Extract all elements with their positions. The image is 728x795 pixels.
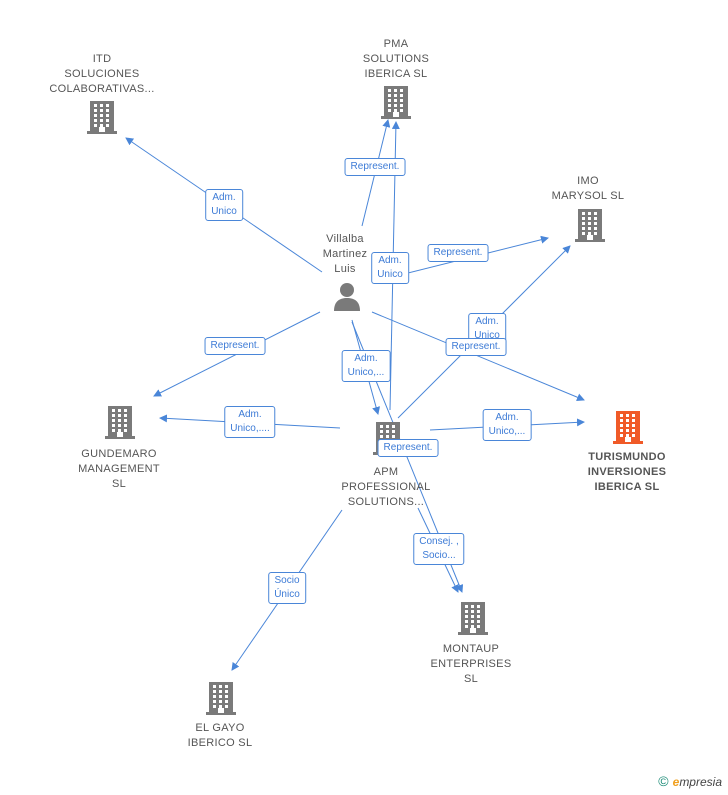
edge-label-line: Represent. (383, 442, 433, 453)
building-icon-itd[interactable] (87, 100, 117, 139)
node-label-montaup[interactable]: MONTAUP ENTERPRISES SL (431, 642, 512, 687)
node-label-line: GUNDEMARO (81, 448, 157, 460)
node-label-line: SL (111, 478, 127, 490)
node-label-turismundo[interactable]: TURISMUNDO INVERSIONES IBERICA SL (588, 450, 667, 495)
building-icon-gundemaro[interactable] (105, 405, 135, 444)
brand-logo: empresia (672, 775, 722, 789)
node-label-line: Luis (334, 263, 356, 275)
node-label-line: TURISMUNDO (588, 451, 666, 463)
node-label-itd[interactable]: ITD SOLUCIONES COLABORATIVAS... (49, 52, 154, 97)
edge-label-line: Represent. (433, 247, 483, 258)
edge-label-line: Represent. (350, 161, 400, 172)
edge-label-e11[interactable]: Represent. (377, 439, 439, 457)
edge-label-line: Unico,... (488, 426, 526, 437)
node-label-line: COLABORATIVAS... (49, 83, 155, 95)
edge-label-e2[interactable]: Represent. (344, 158, 406, 176)
node-label-apm[interactable]: APM PROFESSIONAL SOLUTIONS... (341, 465, 430, 510)
building-icon-turismundo[interactable] (613, 410, 643, 449)
node-label-line: APM (373, 466, 399, 478)
copyright[interactable]: ©empresia (658, 773, 722, 789)
node-label-pma[interactable]: PMA SOLUTIONS IBERICA SL (363, 37, 429, 82)
building-icon-montaup[interactable] (458, 601, 488, 640)
node-label-line: IMO (577, 175, 599, 187)
edge-label-line: Adm. (238, 409, 262, 420)
copyright-symbol: © (658, 773, 669, 789)
edge-label-e1[interactable]: Adm. Unico (205, 189, 243, 221)
edge-label-line: Socio... (422, 550, 456, 561)
edge-label-e8[interactable]: Adm. Unico,... (341, 350, 391, 382)
node-label-line: MONTAUP (442, 643, 500, 655)
node-label-line: SL (463, 673, 479, 685)
node-label-line: INVERSIONES (587, 466, 667, 478)
node-label-line: PMA (383, 38, 409, 50)
edge-line-8 (371, 311, 585, 402)
edge-label-line: Unico,.... (230, 423, 270, 434)
node-label-line: ENTERPRISES (430, 658, 512, 670)
node-label-line: Villalba (326, 233, 364, 245)
node-label-line: IBERICO SL (187, 737, 253, 749)
building-icon-pma[interactable] (381, 85, 411, 124)
building-icon-elgayo[interactable] (206, 681, 236, 720)
node-label-line: EL GAYO (195, 722, 245, 734)
edge-label-line: Adm. (212, 192, 236, 203)
node-label-line: Martinez (322, 248, 368, 260)
edge-label-e12[interactable]: Consej. , Socio... (413, 533, 465, 565)
node-label-gundemaro[interactable]: GUNDEMARO MANAGEMENT SL (78, 447, 160, 492)
node-label-elgayo[interactable]: EL GAYO IBERICO SL (188, 721, 253, 751)
person-icon-villalba[interactable] (332, 281, 362, 316)
edge-label-e9[interactable]: Adm. Unico,.... (224, 406, 276, 438)
edge-label-e6[interactable]: Represent. (204, 337, 266, 355)
edges-group (125, 119, 585, 671)
edge-label-line: Único (274, 589, 300, 600)
edge-label-line: Adm. (495, 412, 519, 423)
node-label-imo[interactable]: IMO MARYSOL SL (552, 174, 625, 204)
node-label-line: MANAGEMENT (78, 463, 160, 475)
node-label-line: SOLUTIONS (362, 53, 430, 65)
edge-label-e7[interactable]: Represent. (445, 338, 507, 356)
edge-label-line: Represent. (210, 340, 260, 351)
edge-label-line: Adm. (354, 353, 378, 364)
edge-label-line: Consej. , (419, 536, 459, 547)
edge-label-line: Adm. (475, 316, 499, 327)
node-label-line: IBERICA SL (364, 68, 428, 80)
node-label-line: MARYSOL SL (551, 190, 625, 202)
node-label-line: SOLUTIONS... (347, 496, 425, 508)
edge-label-line: Unico (377, 269, 403, 280)
edge-label-line: Unico (211, 206, 237, 217)
edge-label-e10[interactable]: Adm. Unico,... (482, 409, 532, 441)
building-icon-imo[interactable] (575, 208, 605, 247)
node-label-line: SOLUCIONES (64, 68, 140, 80)
node-label-line: IBERICA SL (594, 481, 660, 493)
edge-label-line: Adm. (378, 255, 402, 266)
edge-label-line: Socio (274, 575, 300, 586)
edge-label-line: Unico,... (347, 367, 385, 378)
edge-label-line: Represent. (451, 341, 501, 352)
node-label-line: PROFESSIONAL (341, 481, 431, 493)
edge-label-e4[interactable]: Represent. (427, 244, 489, 262)
edge-label-e3[interactable]: Adm. Unico (371, 252, 409, 284)
node-label-line: ITD (92, 53, 112, 65)
edge-label-line: Unico (474, 330, 500, 341)
